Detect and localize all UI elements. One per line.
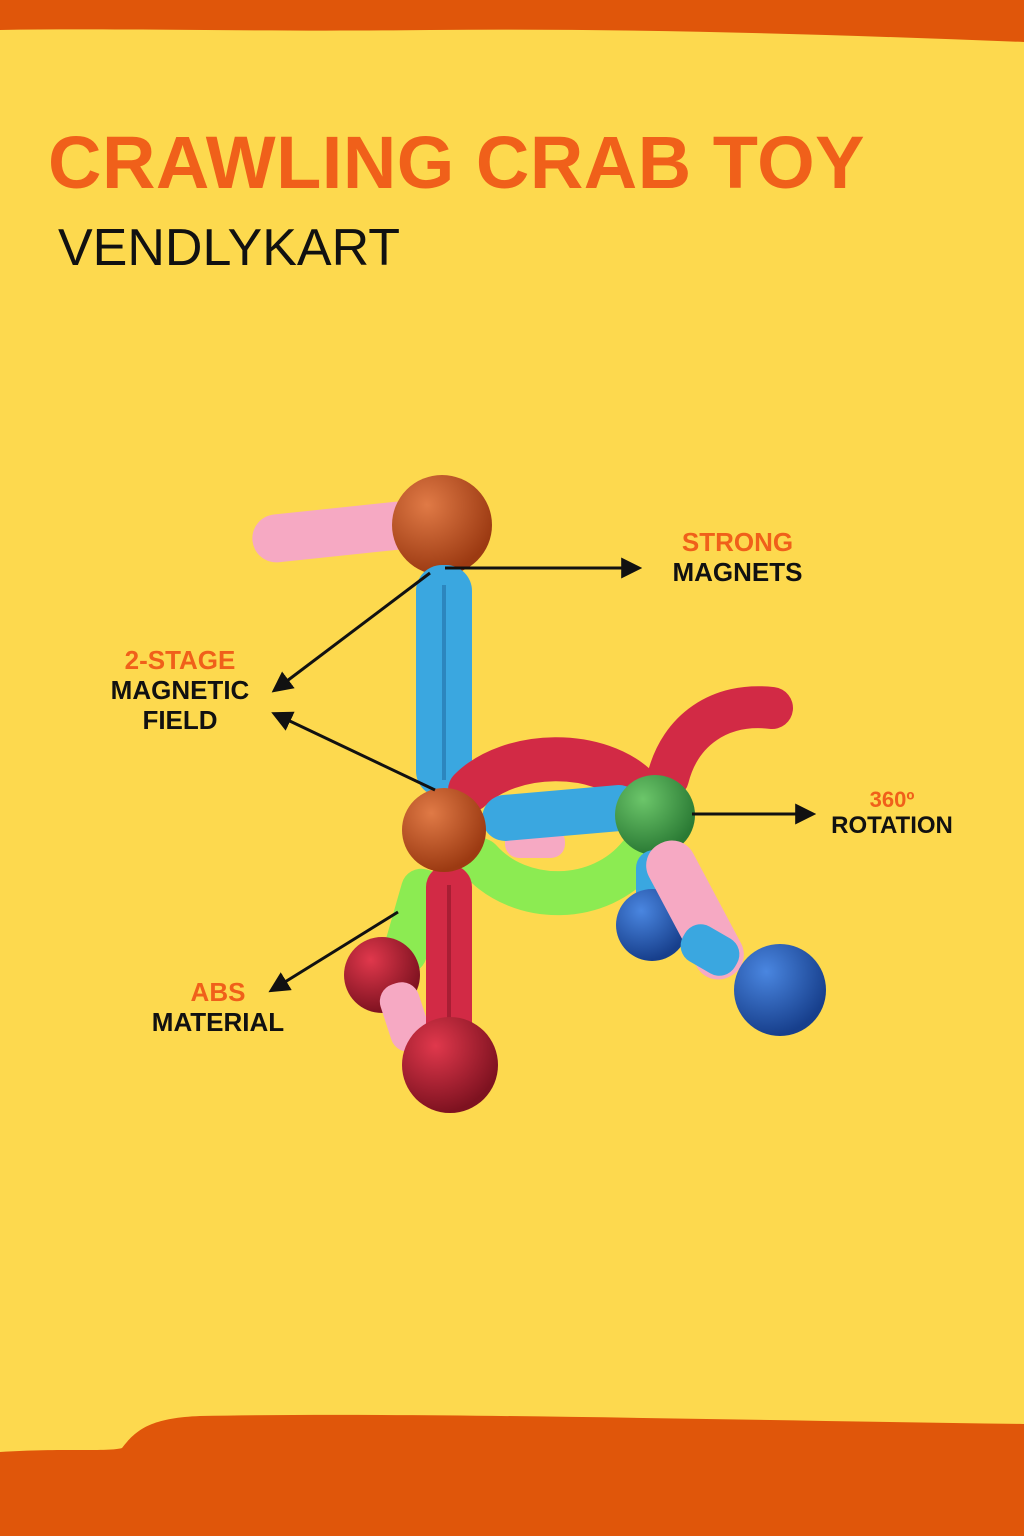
brown-ball-head — [392, 475, 492, 575]
callout-magnetic-field: 2-STAGE MAGNETIC FIELD — [90, 645, 270, 736]
callout-strong-line2: MAGNETS — [672, 556, 803, 587]
callout-stage-line1: 2-STAGE — [124, 645, 236, 675]
blue-rod-crossbar — [482, 785, 642, 841]
arrow-magnetic-field-upper — [271, 571, 431, 693]
callout-rotation: 360º ROTATION — [812, 787, 972, 840]
green-ball-joint — [615, 775, 695, 855]
callout-abs-line2: MATERIAL — [151, 1006, 285, 1037]
arrow-abs-material — [268, 910, 399, 993]
callout-stage-line2: MAGNETIC — [110, 674, 250, 705]
blue-rod-foot — [680, 924, 740, 976]
top-band — [0, 0, 1024, 42]
pink-rod-beak — [252, 501, 422, 563]
callout-strong-line1: STRONG — [681, 527, 794, 557]
navy-ball-back-right — [734, 944, 826, 1036]
callout-rotation-line2: ROTATION — [831, 812, 953, 840]
red-arc-tail — [647, 686, 793, 799]
callout-rotation-line1: 360º — [869, 787, 915, 812]
red-arc-body — [448, 737, 662, 812]
arrow-magnetic-field-lower — [271, 711, 436, 792]
brand-name: VENDLYKART — [58, 219, 400, 277]
red-ball-front-right — [402, 1017, 498, 1113]
product-title: CRAWLING CRAB TOY — [48, 121, 866, 204]
callout-abs-line1: ABS — [190, 977, 246, 1007]
callout-stage-line3: FIELD — [142, 704, 218, 735]
brown-ball-body — [402, 788, 486, 872]
bottom-band — [0, 1414, 1024, 1536]
callout-abs-material: ABS MATERIAL — [128, 977, 308, 1038]
green-arc-body — [458, 833, 662, 916]
callout-strong-magnets: STRONG MAGNETS — [650, 527, 825, 588]
